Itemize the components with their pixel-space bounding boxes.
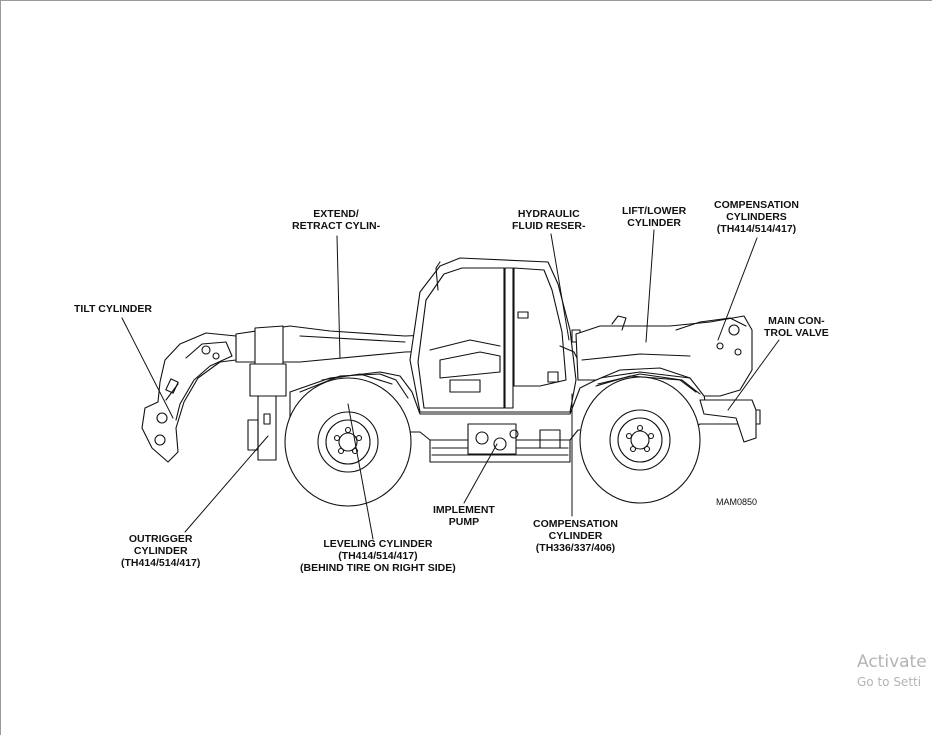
label-lift-lower-cylinder: LIFT/LOWER CYLINDER — [622, 205, 687, 229]
label-hydraulic-fluid-reservoir: HYDRAULIC FLUID RESER- — [512, 208, 586, 232]
label-compensation-cylinders: COMPENSATION CYLINDERS (TH414/514/417) — [714, 199, 799, 235]
label-implement-pump: IMPLEMENT PUMP — [433, 504, 495, 528]
boom — [235, 325, 546, 461]
label-extend-retract-cylinder: EXTEND/ RETRACT CYLIN- — [292, 208, 381, 232]
activation-watermark: Activate Go to Setti — [857, 652, 927, 690]
rear-body — [575, 315, 757, 443]
front-tire — [284, 373, 412, 507]
label-compensation-cylinder: COMPENSATION CYLINDER (TH336/337/406) — [533, 518, 618, 554]
attachment-carriage — [141, 332, 237, 463]
rear-tire — [579, 373, 701, 504]
label-leveling-cylinder: LEVELING CYLINDER (TH414/514/417) (BEHIN… — [300, 538, 456, 574]
operator-cab — [409, 257, 581, 413]
watermark-line-1: Activate — [857, 652, 927, 672]
figure-code: MAM0850 — [716, 497, 758, 507]
label-main-control-valve: MAIN CON- TROL VALVE — [764, 315, 829, 339]
leader-lines — [121, 229, 780, 540]
label-tilt-cylinder: TILT CYLINDER — [74, 303, 152, 315]
label-outrigger-cylinder: OUTRIGGER CYLINDER (TH414/514/417) — [121, 533, 201, 569]
watermark-line-2: Go to Setti — [857, 675, 922, 689]
